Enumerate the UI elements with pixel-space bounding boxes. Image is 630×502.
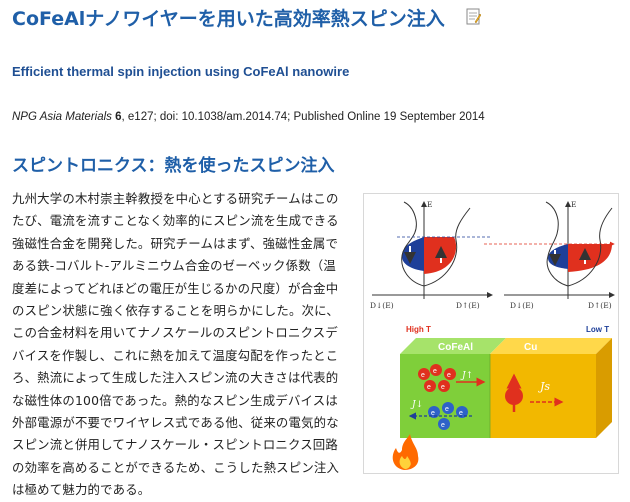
low-t-label: Low T xyxy=(586,325,609,334)
citation-journal: NPG Asia Materials xyxy=(12,111,112,123)
citation-volume: 6 xyxy=(115,111,122,123)
citation: NPG Asia Materials 6, e127; doi: 10.1038… xyxy=(12,111,485,123)
body-line: スピン流と併用してナノスケール・スピントロニクス回路 xyxy=(12,437,338,453)
electron-label: e xyxy=(431,410,435,417)
left-axis-up-label: D↑(E) xyxy=(456,301,480,310)
body-line: な磁性体の100倍であった。熱的なスピン生成デバイスは xyxy=(12,392,338,408)
electron-label: e xyxy=(433,368,437,375)
left-axis-down-label: D↓(E) xyxy=(370,301,394,310)
flame-icon xyxy=(392,434,419,470)
section-heading: スピントロニクス：熱を使ったスピン注入 xyxy=(12,156,335,176)
spin-down-electrons: e e e e xyxy=(428,402,468,430)
spin-up-arrow-icon xyxy=(505,373,523,412)
electron-label: e xyxy=(445,406,449,413)
body-line: ろ、熱流によって生成した注入スピン流の大きさは代表的 xyxy=(12,370,339,386)
device-block: High T Low T CoFeAl Cu e e e xyxy=(392,325,612,470)
electron-label: e xyxy=(421,372,425,379)
electron-label: e xyxy=(441,422,445,429)
left-dos-diagram: E D↓(E) D↑(E) xyxy=(370,200,493,310)
body-line: 九州大学の木村崇主幹教授を中心とする研究チームはこの xyxy=(12,191,339,206)
right-axis-up-label: D↑(E) xyxy=(588,301,612,310)
body-line: この合金材料を用いてナノスケールのスピントロニクスデ xyxy=(12,325,338,341)
body-line: は極めて魅力的である。 xyxy=(12,482,151,498)
body-line: のスピン状態に強く依存することを明らかにした。次に、 xyxy=(12,303,339,319)
electron-label: e xyxy=(427,384,431,391)
article-subtitle: Efficient thermal spin injection using C… xyxy=(12,64,350,79)
electron-label: e xyxy=(447,372,451,379)
citation-details: , e127; doi: 10.1038/am.2014.74; Publish… xyxy=(121,111,485,123)
j-up-label: J↑ xyxy=(460,371,473,381)
body-line: の効率を高めることができるため、こうした熱スピン注入 xyxy=(12,459,340,475)
right-axis-down-label: D↓(E) xyxy=(510,301,534,310)
right-dos-diagram: E D↓(E) D↑(E) xyxy=(484,200,615,310)
article-body: 九州大学の木村崇主幹教授を中心とする研究チームはこの たび、電流を流すことなく効… xyxy=(12,188,352,502)
body-line: バイスを作製し、これに熱を加えて温度勾配を作ったとこ xyxy=(12,347,339,363)
electron-label: e xyxy=(441,384,445,391)
body-line: 強磁性合金を開発した。研究チームはまず、強磁性金属で xyxy=(12,235,339,251)
figure-diagram: E D↓(E) D↑(E) E D↓(E) D↑(E) High T Low T xyxy=(370,200,615,470)
page-title: CoFeAlナノワイヤーを用いた高効率熱スピン注入 xyxy=(12,8,445,30)
right-energy-label: E xyxy=(571,200,576,209)
body-line: 度差によってどれほどの電圧が生じるかの尺度）が合金中 xyxy=(12,280,339,296)
spin-up-electrons: e e e e e xyxy=(418,364,456,392)
body-line: たび、電流を流すことなく効率的にスピン流を生成できる xyxy=(12,213,339,229)
body-line: 外部電源が不要でワイヤレス式である他、従来の電気的な xyxy=(12,415,339,431)
edit-note-icon[interactable] xyxy=(466,8,481,25)
electron-label: e xyxy=(459,410,463,417)
high-t-label: High T xyxy=(406,325,431,334)
js-label: Js xyxy=(538,380,550,393)
j-down-label: J↓ xyxy=(410,400,423,410)
cofeal-label: CoFeAl xyxy=(438,342,473,353)
cu-label: Cu xyxy=(524,342,537,353)
left-energy-label: E xyxy=(427,200,432,209)
article-figure[interactable]: E D↓(E) D↑(E) E D↓(E) D↑(E) High T Low T xyxy=(363,193,619,474)
body-line: ある鉄-コバルト-アルミニウム合金のゼーベック係数（温 xyxy=(12,258,336,274)
